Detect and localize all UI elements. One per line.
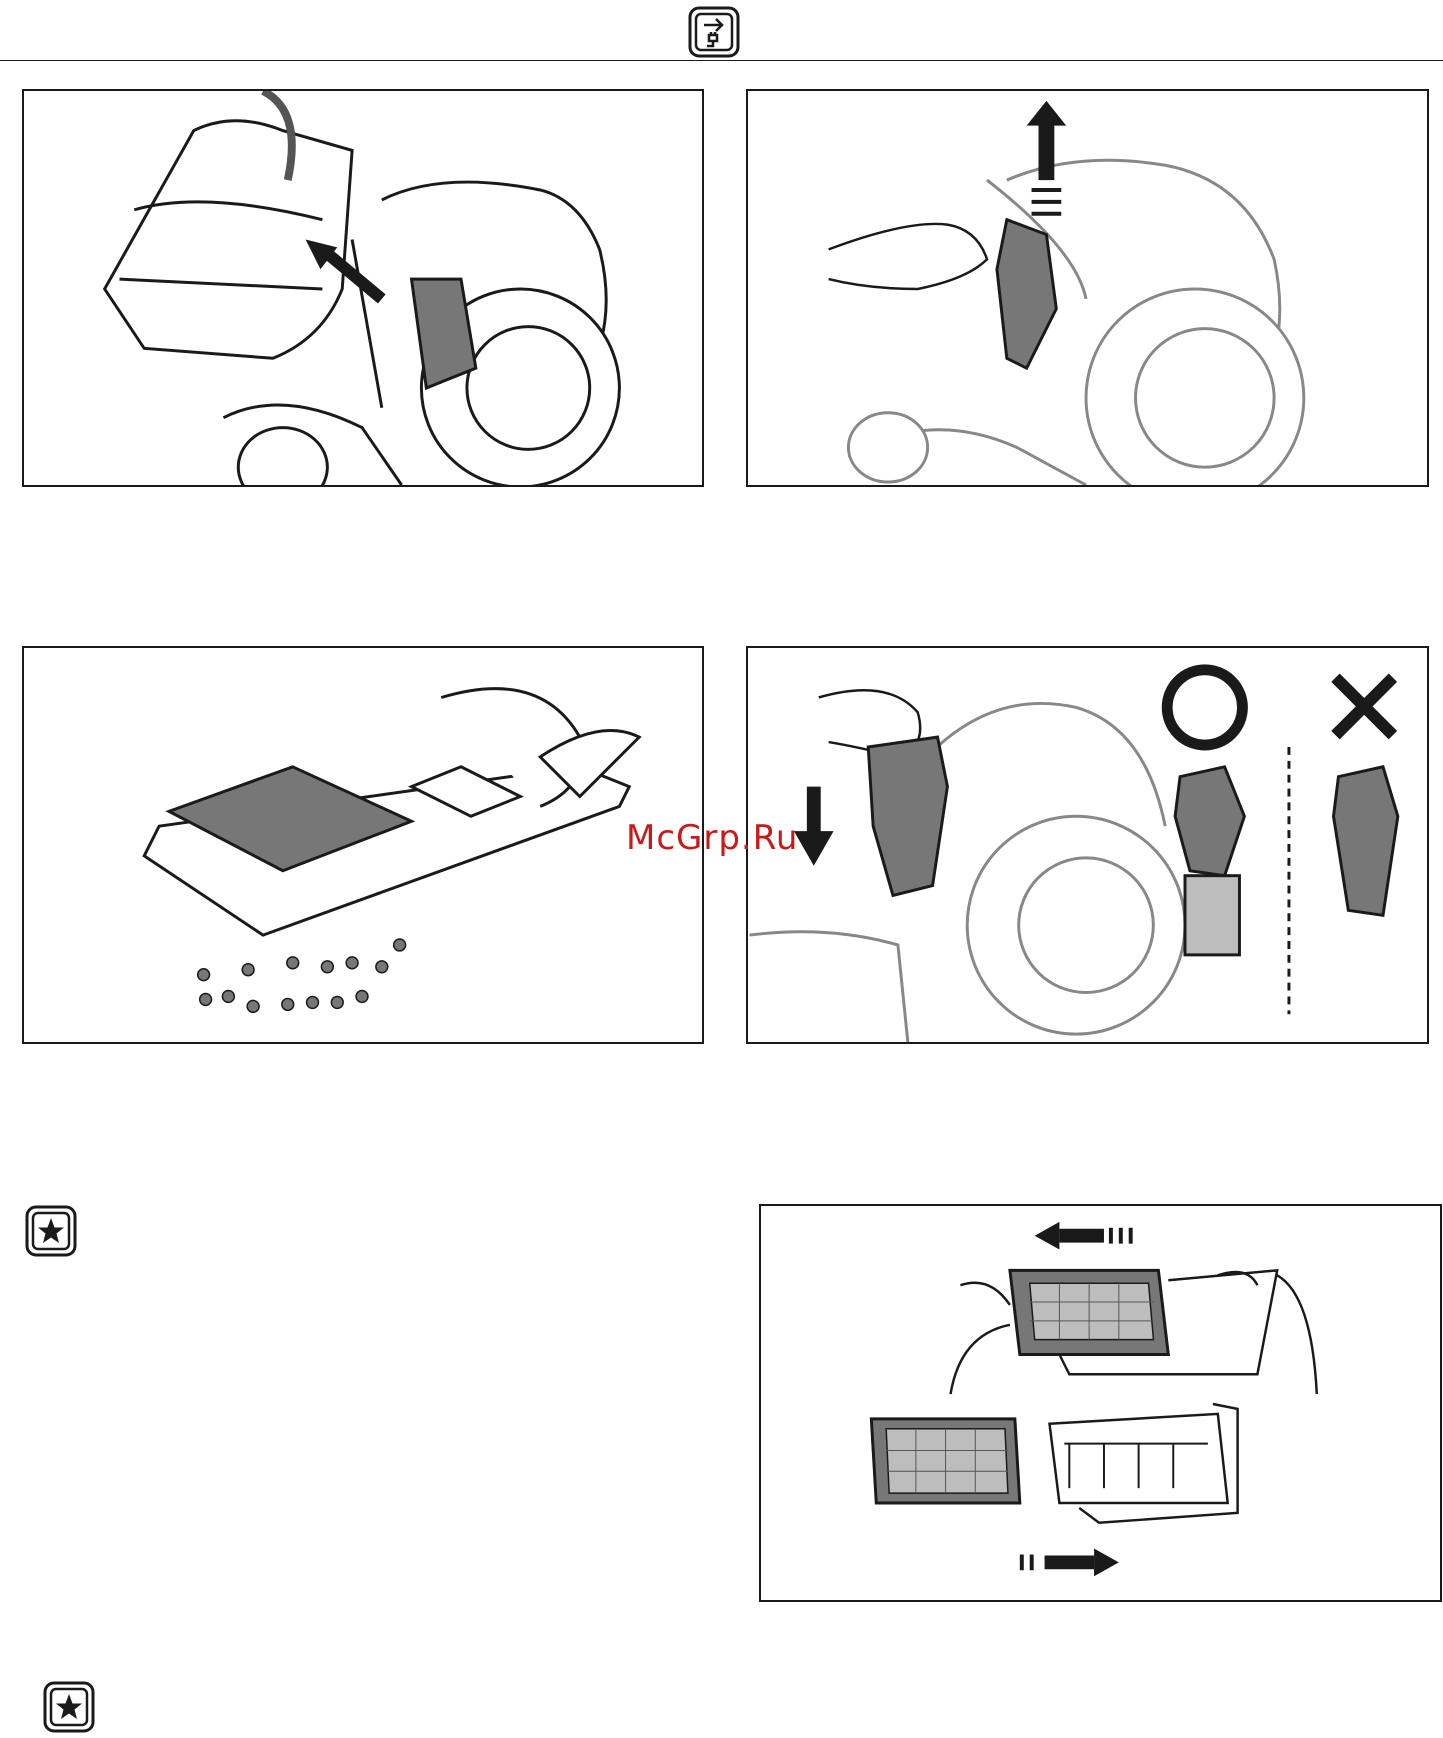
header-rule: [0, 60, 1443, 61]
figure-reinsert-filter: [746, 646, 1429, 1044]
dust-particles-icon: [198, 939, 406, 1012]
figure-empty-filter-tray: [22, 646, 704, 1044]
watermark: McGrp.Ru: [626, 818, 798, 858]
figure-remove-dust-container: [22, 89, 704, 487]
filter-lift-illustration: [748, 91, 1427, 485]
filter-tray-illustration: [24, 648, 702, 1042]
star-note-icon: [24, 1204, 78, 1258]
star-note-icon: [42, 1680, 96, 1734]
unplug-power-icon: [687, 5, 741, 59]
filter-reinsert-illustration: [748, 648, 1427, 1042]
vacuum-container-illustration: [24, 91, 702, 485]
figure-remove-exhaust-filter: [759, 1204, 1442, 1602]
figure-lift-filter-out: [746, 89, 1429, 487]
wrong-mark-icon: [1335, 678, 1392, 735]
correct-mark-icon: [1167, 670, 1242, 745]
exhaust-filter-illustration: [761, 1206, 1440, 1600]
